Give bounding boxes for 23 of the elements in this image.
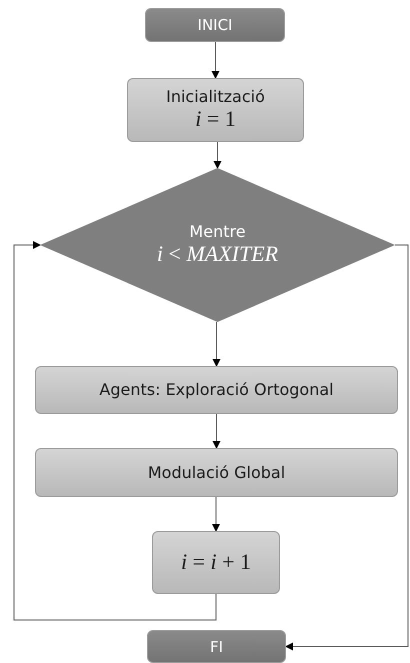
process-box [127,78,304,142]
arrow [14,241,216,620]
process-box [35,448,398,497]
process-box [152,531,280,594]
node-label: FI [210,638,224,656]
node-label: INICI [198,16,232,34]
arrow [212,496,220,532]
node-label: Mentre [189,222,246,242]
terminal-box [147,630,286,663]
formula: i < MAXITER [156,241,278,268]
arrow [212,414,220,449]
terminal-box [145,8,285,42]
node-label: Modulació Global [148,462,286,482]
process-box [35,366,398,414]
arrow [212,322,220,367]
arrow [212,42,220,79]
arrow [285,244,408,650]
node-label: Agents: Exploració Ortogonal [99,380,334,400]
decision-diamond [40,168,395,322]
formula: i = 1 [195,106,236,133]
formula: i = i + 1 [180,549,252,576]
arrow [214,142,222,169]
node-label: Inicialització [166,87,265,106]
